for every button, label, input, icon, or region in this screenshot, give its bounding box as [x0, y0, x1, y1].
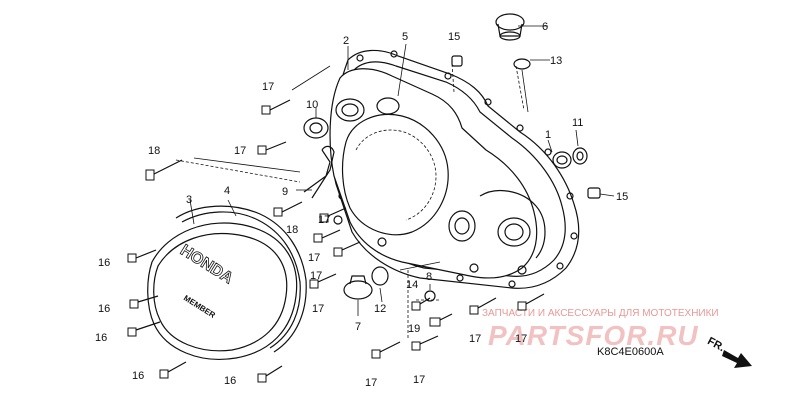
oil-seal-10 — [303, 117, 329, 139]
bolt-16 — [129, 295, 159, 309]
callout-17: 17 — [318, 214, 330, 226]
dowel-pin-15-right — [587, 187, 601, 199]
callout-5: 5 — [402, 31, 408, 43]
callout-4: 4 — [224, 185, 230, 197]
callout-19: 19 — [408, 323, 420, 335]
watermark: ЗАПЧАСТИ И АКСЕССУАРЫ ДЛЯ МОТОТЕХНИКИ PA… — [482, 308, 719, 351]
drawing-code: K8C4E0600A — [597, 346, 664, 358]
callout-17: 17 — [312, 303, 324, 315]
cover-boss-mid-inner — [454, 217, 470, 235]
callout-1: 1 — [545, 129, 551, 141]
gasket-outline — [330, 49, 580, 289]
cover-lug — [333, 215, 343, 225]
callout-15-top: 15 — [448, 31, 460, 43]
callout-18: 18 — [286, 224, 298, 236]
o-ring-12 — [371, 266, 389, 286]
callout-16: 16 — [95, 332, 107, 344]
callout-9: 9 — [282, 186, 288, 198]
collar-1 — [552, 151, 572, 169]
callout-17: 17 — [365, 377, 377, 389]
callout-16: 16 — [98, 257, 110, 269]
cover-boss-top — [335, 98, 365, 122]
direction-label: FR. — [705, 335, 726, 354]
callout-17: 17 — [413, 374, 425, 386]
clutch-cover — [147, 222, 298, 360]
callouts: 1 2 3 4 5 6 7 8 9 10 11 12 13 14 15 15 1… — [95, 21, 628, 389]
bolt-17 — [257, 141, 287, 155]
bolts — [127, 99, 545, 383]
bolt-19 — [429, 313, 453, 327]
stopper-9 — [303, 145, 335, 199]
cover-boss-mid — [448, 210, 476, 242]
bolt-17 — [309, 273, 337, 289]
bolt-18 — [145, 159, 183, 181]
bolt-17 — [261, 99, 291, 115]
front-direction-indicator: FR. — [705, 335, 752, 368]
watermark-tagline: ЗАПЧАСТИ И АКСЕССУАРЫ ДЛЯ МОТОТЕХНИКИ — [482, 308, 719, 319]
clutch-cover-gasket — [175, 205, 307, 353]
cover-lug — [469, 263, 479, 273]
plug-7 — [343, 275, 373, 300]
cover-inner-ridge — [355, 129, 437, 221]
callout-16: 16 — [224, 375, 236, 387]
bolt-17 — [469, 297, 497, 315]
callout-11: 11 — [572, 117, 583, 129]
callout-14: 14 — [406, 279, 418, 291]
callout-17: 17 — [262, 81, 274, 93]
cover-boss-right-inner — [504, 223, 524, 241]
clutch-cover-gasket-inner — [181, 211, 301, 349]
o-ring-13 — [513, 58, 531, 70]
callout-18: 18 — [148, 145, 160, 157]
callout-3: 3 — [186, 194, 192, 206]
filler-boss — [376, 97, 400, 115]
bolt-17 — [313, 229, 341, 243]
dowel-pin-15-top — [451, 55, 463, 67]
cover-boss-right — [497, 217, 531, 247]
callout-10: 10 — [306, 99, 318, 111]
callout-17: 17 — [234, 145, 246, 157]
dashed-guide — [175, 63, 525, 340]
callout-12: 12 — [374, 303, 386, 315]
washer-8 — [424, 290, 436, 302]
leader-lines — [189, 25, 615, 316]
callout-17: 17 — [310, 270, 322, 282]
callout-16: 16 — [98, 303, 110, 315]
bolt-16 — [257, 365, 283, 383]
callout-17: 17 — [515, 333, 527, 345]
bolt-17 — [517, 293, 545, 311]
bolt-16 — [159, 361, 187, 379]
cover-inner-rim — [341, 113, 449, 236]
callout-16: 16 — [132, 370, 144, 382]
oil-seal-11 — [572, 147, 588, 165]
callout-13: 13 — [550, 55, 562, 67]
cover-boss-top-inner — [341, 103, 359, 117]
callout-7: 7 — [355, 321, 361, 333]
bolt-17 — [411, 335, 439, 351]
watermark-logo: PARTSFOR.RU — [488, 320, 699, 351]
bolt-17 — [319, 207, 347, 223]
clutch-cover-rim — [153, 232, 288, 352]
callout-17: 17 — [469, 333, 481, 345]
bolt-14 — [411, 297, 431, 311]
cover-lug — [377, 237, 387, 247]
callout-15-right: 15 — [616, 191, 628, 203]
cover-lug — [517, 265, 527, 275]
bolt-17 — [371, 341, 401, 359]
callout-8: 8 — [426, 271, 432, 283]
bolt-18 — [273, 201, 303, 217]
bolt-16 — [127, 321, 161, 337]
bolt-16 — [127, 249, 157, 263]
cover-right-housing — [479, 189, 546, 259]
oil-filler-cap-6 — [495, 13, 525, 41]
direction-arrow-icon — [722, 350, 752, 368]
bolt-17 — [333, 241, 361, 257]
callout-6: 6 — [542, 21, 548, 33]
callout-17: 17 — [308, 252, 320, 264]
callout-2: 2 — [343, 35, 349, 47]
right-crankcase-cover — [329, 68, 538, 279]
